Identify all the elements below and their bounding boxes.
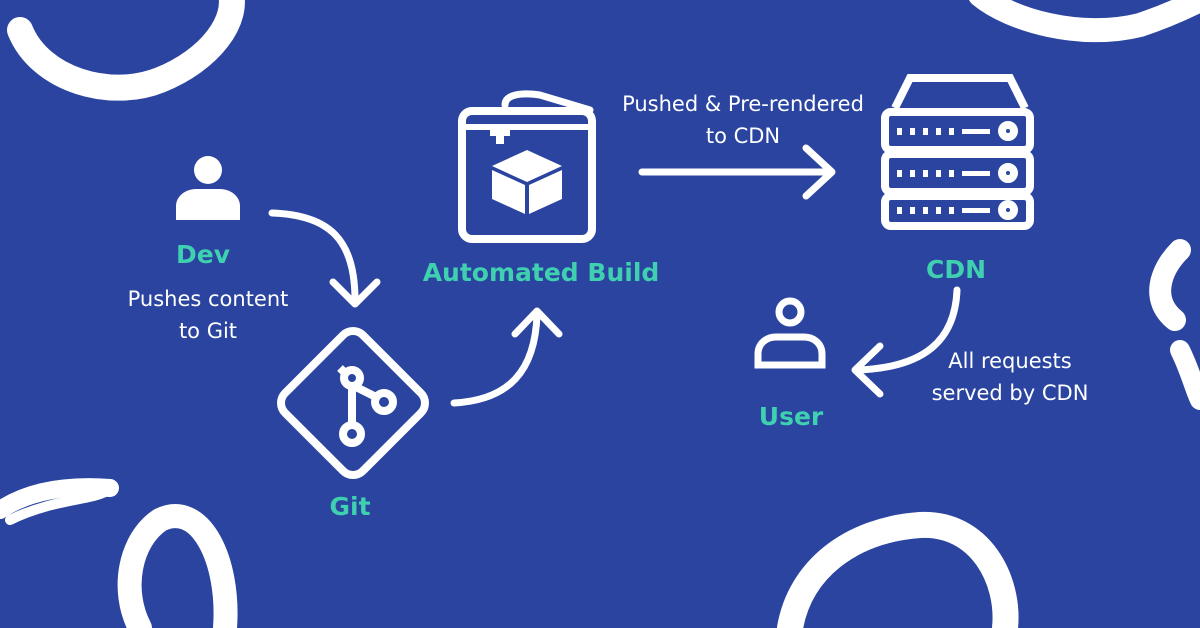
edge-note-cdn-to-user: All requests served by CDN <box>932 345 1089 409</box>
arrowhead-build-to-cdn <box>802 144 836 200</box>
git-icon <box>277 327 429 479</box>
user-outline-icon <box>754 297 826 369</box>
3d-printer-box-icon <box>458 90 596 243</box>
arrows <box>268 144 961 407</box>
arrow-dev-to-git <box>268 209 359 304</box>
edge-note-build-to-cdn: Pushed & Pre-rendered to CDN <box>622 88 864 152</box>
node-label-build: Automated Build <box>422 258 660 287</box>
person-icon <box>176 156 240 220</box>
edge-note-line: to CDN <box>705 124 781 148</box>
arrow-git-to-build <box>450 311 541 407</box>
arrowhead-dev-to-git <box>329 278 381 308</box>
node-label-dev: Dev <box>175 240 231 269</box>
edge-note-line: served by CDN <box>931 381 1089 405</box>
node-label-user: User <box>758 402 824 431</box>
server-rack-icon <box>881 74 1034 230</box>
edge-note-dev-to-git: Pushes content to Git <box>128 283 289 347</box>
edge-note-line: Pushed & Pre-rendered <box>622 92 864 116</box>
arrowhead-cdn-to-user <box>851 342 884 398</box>
node-label-git: Git <box>329 492 371 521</box>
node-label-cdn: CDN <box>925 255 987 284</box>
edge-note-line: to Git <box>178 319 238 343</box>
arrowhead-git-to-build <box>511 307 563 338</box>
edge-note-line: Pushes content <box>127 287 289 311</box>
edge-note-line: All requests <box>948 349 1072 373</box>
arrow-cdn-to-user <box>852 286 961 374</box>
